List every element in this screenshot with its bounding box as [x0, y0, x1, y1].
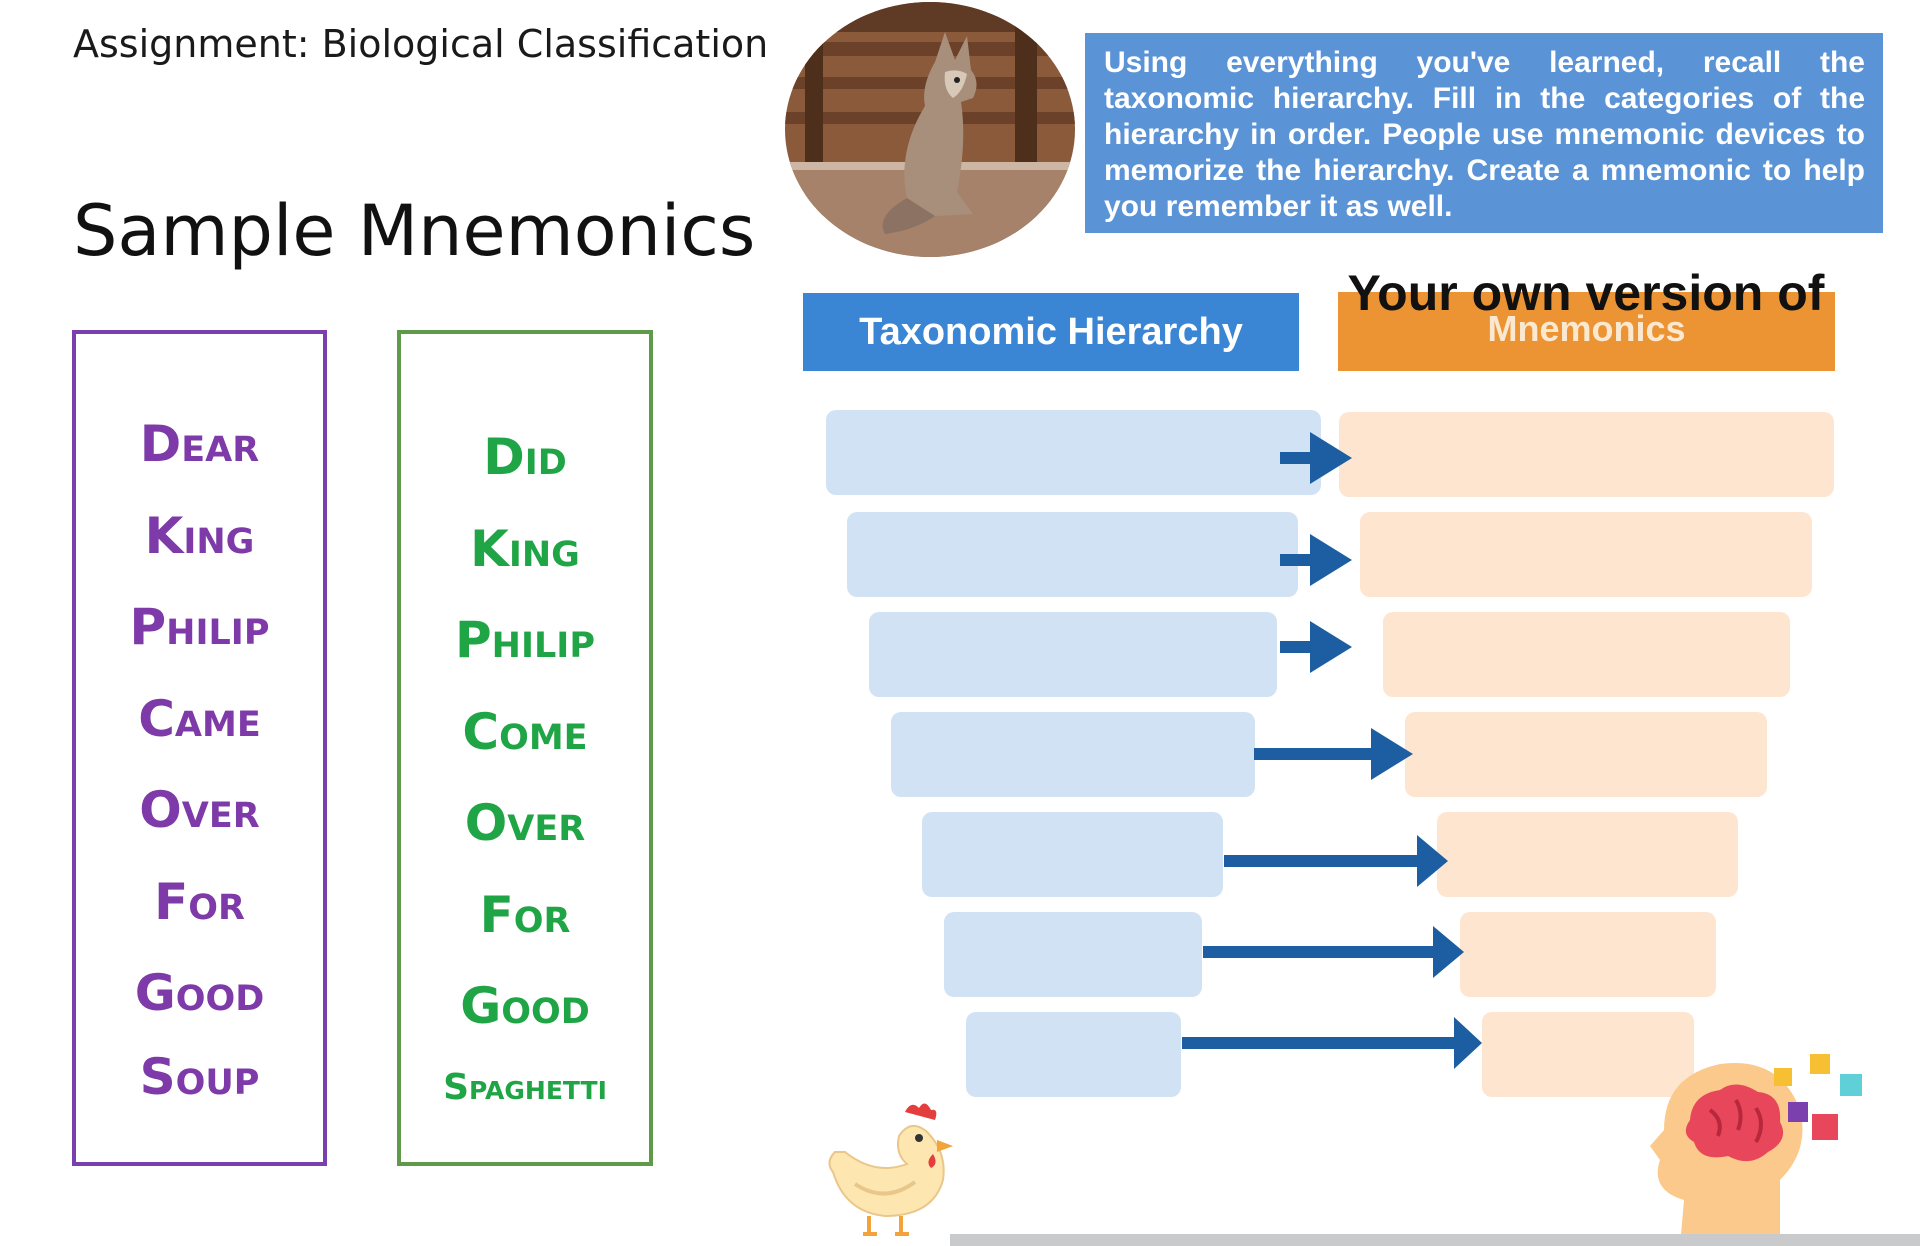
your-own-version-header: Your own version of: [1347, 265, 1825, 321]
taxonomic-hierarchy-header: Taxonomic Hierarchy: [803, 293, 1299, 371]
arrow-right-icon: [1203, 926, 1464, 978]
arrow-right-icon: [1280, 621, 1352, 673]
instruction-text: Using everything you've learned, recall …: [1085, 33, 1883, 233]
mnemonic-word: For: [154, 872, 245, 931]
arrow-right-icon: [1182, 1017, 1482, 1069]
mnemonics-header-bar: [1338, 292, 1835, 371]
mnemonic-word: King: [470, 519, 580, 578]
fox-photo: [785, 2, 1075, 257]
mnemonic-box-did-king: Did King Philip Come Over For Good Spagh…: [397, 330, 653, 1166]
chicken-icon: [828, 1103, 953, 1236]
mnemonic-word: Come: [462, 702, 588, 761]
section-title: Sample Mnemonics: [73, 190, 756, 272]
mnemonic-word: Good: [460, 977, 590, 1035]
hierarchy-field-7[interactable]: [966, 1012, 1181, 1097]
mnemonic-word: Did: [483, 428, 567, 486]
mnemonic-field-6[interactable]: [1460, 912, 1716, 997]
mnemonic-word: King: [144, 506, 255, 565]
hierarchy-field-6[interactable]: [944, 912, 1202, 997]
mnemonic-field-2[interactable]: [1360, 512, 1812, 597]
mnemonic-word: Philip: [455, 611, 595, 669]
mnemonic-word: Spaghetti: [443, 1066, 607, 1108]
mnemonic-word: Dear: [139, 415, 260, 473]
mnemonic-field-4[interactable]: [1405, 712, 1767, 797]
mnemonic-word: Came: [138, 689, 261, 748]
bottom-strip: [950, 1234, 1920, 1246]
mnemonic-field-7[interactable]: [1482, 1012, 1694, 1097]
mnemonic-field-1[interactable]: [1339, 412, 1834, 497]
hierarchy-field-1[interactable]: [826, 410, 1321, 495]
mnemonic-word: Soup: [139, 1047, 260, 1106]
hierarchy-field-5[interactable]: [922, 812, 1223, 897]
hierarchy-field-4[interactable]: [891, 712, 1255, 797]
mnemonic-word: For: [479, 885, 571, 944]
mnemonic-field-5[interactable]: [1437, 812, 1738, 897]
hierarchy-field-3[interactable]: [869, 612, 1277, 697]
mnemonic-box-dear-king: Dear King Philip Came Over For Good Soup: [72, 330, 327, 1166]
assignment-title: Assignment: Biological Classification: [73, 22, 769, 66]
mnemonic-word: Over: [139, 781, 260, 839]
mnemonic-word: Philip: [129, 598, 270, 656]
mnemonic-word: Over: [464, 794, 586, 852]
mnemonic-field-3[interactable]: [1383, 612, 1790, 697]
hierarchy-field-2[interactable]: [847, 512, 1298, 597]
mnemonic-word: Good: [134, 964, 265, 1022]
arrow-right-icon: [1254, 728, 1413, 780]
mnemonics-header-label: Mnemonics: [1487, 308, 1686, 349]
arrow-right-icon: [1224, 835, 1448, 887]
